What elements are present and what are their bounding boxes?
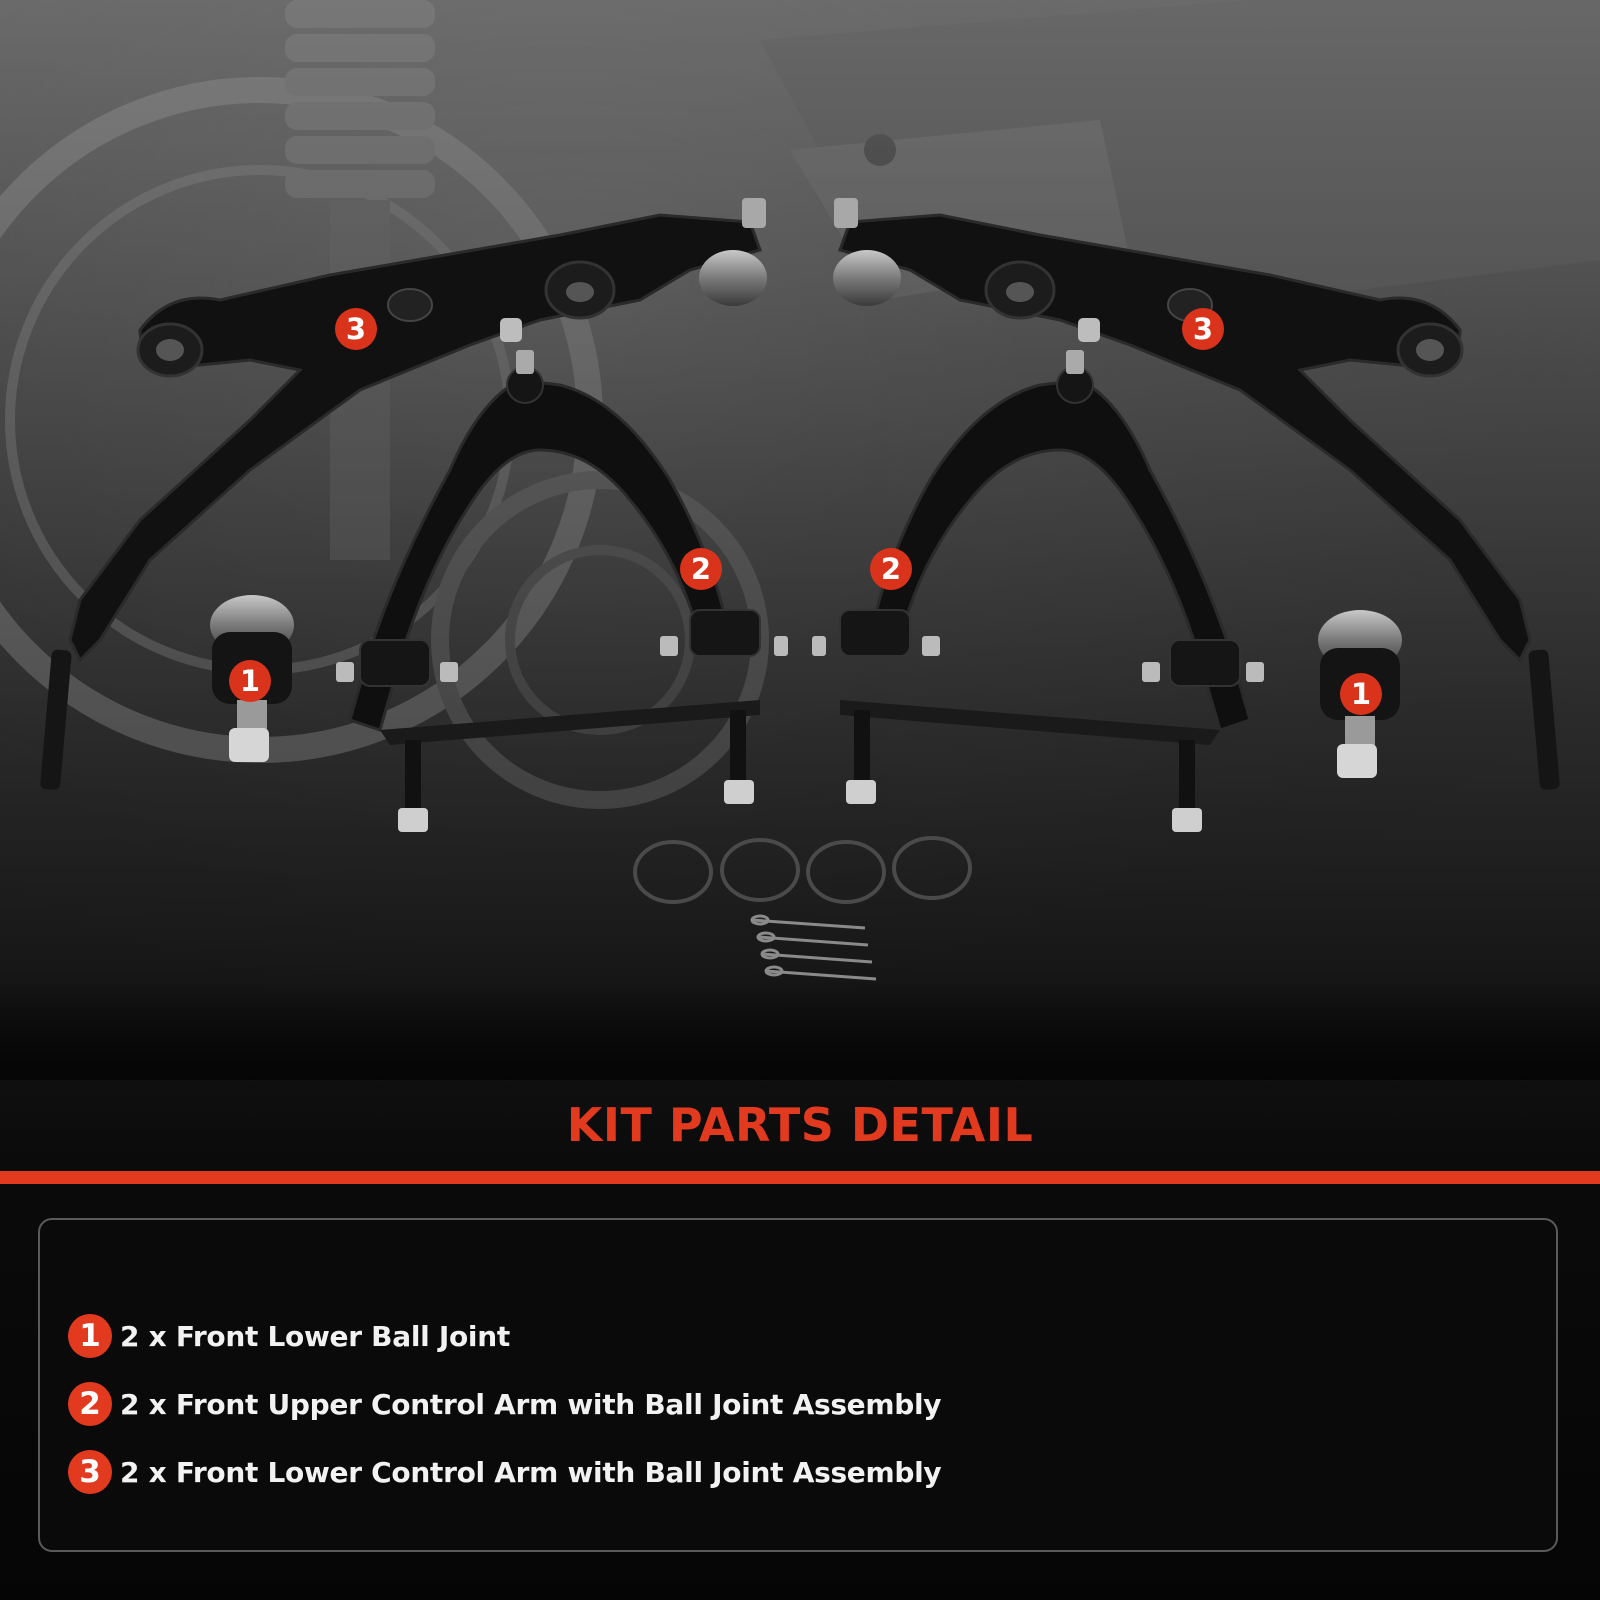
list-item: 3 2 x Front Lower Control Arm with Ball …	[68, 1438, 942, 1506]
part-label: 2 x Front Lower Control Arm with Ball Jo…	[120, 1455, 942, 1489]
snap-rings	[633, 836, 972, 904]
part-label: 2 x Front Lower Ball Joint	[120, 1319, 510, 1353]
kit-parts-photo	[0, 0, 1600, 1080]
list-item: 2 2 x Front Upper Control Arm with Ball …	[68, 1370, 942, 1438]
list-item: 1 2 x Front Lower Ball Joint	[68, 1302, 941, 1370]
callout-badge: 2	[870, 548, 912, 590]
number-badge: 1	[68, 1314, 112, 1358]
callout-badge: 3	[1182, 308, 1224, 350]
upper-control-arm-right	[812, 350, 1264, 832]
accent-divider	[0, 1171, 1600, 1184]
cotter-pins	[750, 914, 877, 981]
parts-list-panel: 1 2 x Front Lower Ball Joint 2 2 x Front…	[38, 1218, 1558, 1552]
callout-badge: 1	[229, 660, 271, 702]
background-suspension	[0, 0, 1600, 1080]
callout-badge: 3	[335, 308, 377, 350]
callout-badge: 1	[1340, 673, 1382, 715]
lower-control-arm-left	[40, 198, 767, 790]
page-title: KIT PARTS DETAIL	[566, 1098, 1034, 1152]
lower-control-arm-right	[833, 198, 1560, 790]
callout-badge: 2	[680, 548, 722, 590]
number-badge: 3	[68, 1450, 112, 1494]
part-label: 2 x Front Upper Control Arm with Ball Jo…	[120, 1387, 942, 1421]
upper-control-arm-left	[336, 350, 788, 832]
parts-list: 1 2 x Front Lower Ball Joint 2 2 x Front…	[68, 1302, 942, 1506]
number-badge: 2	[68, 1382, 112, 1426]
